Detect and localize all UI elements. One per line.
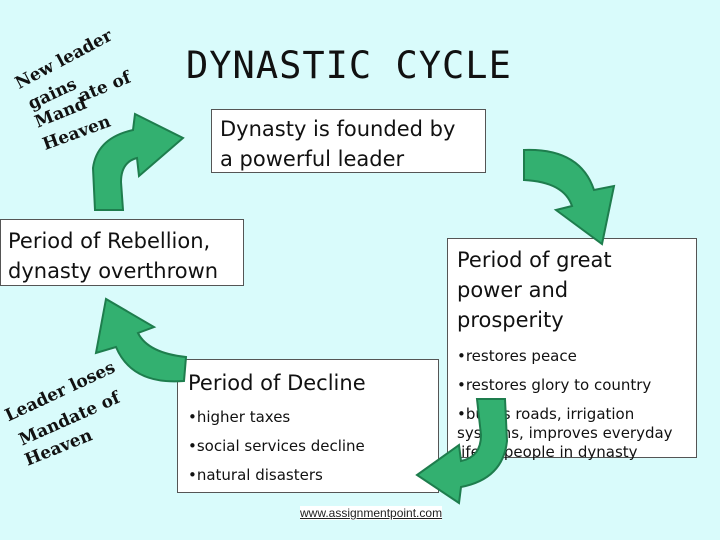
- founded-box: Dynasty is founded by a powerful leader: [211, 109, 486, 173]
- power-bullet-systems: systems, improves everyday: [457, 424, 673, 442]
- founded-line-1: Dynasty is founded by: [220, 117, 456, 141]
- arrow-bottom-left-icon: [94, 297, 188, 383]
- founded-line-2: a powerful leader: [220, 147, 405, 171]
- footer-link[interactable]: www.assignmentpoint.com: [300, 506, 443, 520]
- arrow-top-left-icon: [91, 112, 185, 211]
- power-bullet-glory: •restores glory to country: [457, 376, 652, 394]
- rebellion-line-1: Period of Rebellion,: [8, 229, 211, 253]
- decline-box: Period of Decline •higher taxes •social …: [177, 359, 439, 493]
- decline-bullet-services: •social services decline: [188, 437, 365, 455]
- decline-heading: Period of Decline: [188, 371, 366, 395]
- power-line-2: power and: [457, 278, 569, 302]
- arrow-bottom-right-icon: [415, 398, 509, 505]
- power-line-1: Period of great: [457, 248, 612, 272]
- power-box: Period of great power and prosperity •re…: [447, 238, 697, 461]
- page-title: DYNASTIC CYCLE: [186, 44, 512, 87]
- arrow-top-right-icon: [523, 148, 616, 246]
- power-line-3: prosperity: [457, 308, 564, 332]
- decline-bullet-disasters: •natural disasters: [188, 466, 323, 484]
- power-bullet-peace: •restores peace: [457, 347, 577, 365]
- decline-bullet-taxes: •higher taxes: [188, 408, 291, 426]
- rebellion-line-2: dynasty overthrown: [8, 259, 219, 283]
- rebellion-box: Period of Rebellion, dynasty overthrown: [0, 219, 244, 286]
